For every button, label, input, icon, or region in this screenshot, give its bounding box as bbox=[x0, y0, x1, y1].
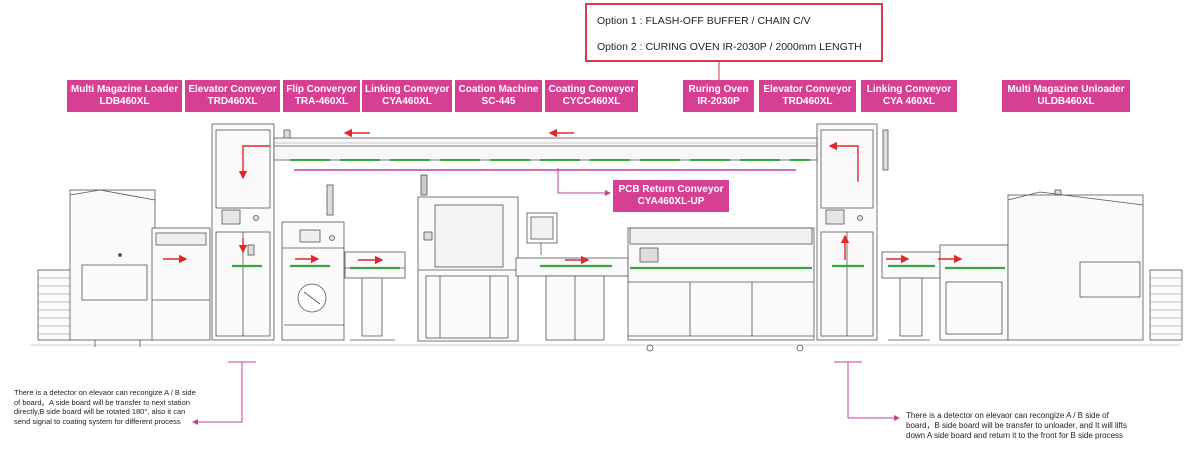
label-model: TRD460XL bbox=[782, 96, 833, 107]
return-conveyor-rail bbox=[273, 137, 818, 171]
label-multi-magazine-loader: Multi Magazine Loader LDB460XL bbox=[67, 80, 182, 112]
label-elevator-conveyor-1: Elevator Conveyor TRD460XL bbox=[185, 80, 280, 112]
label-multi-magazine-unloader: Multi Magazine Unloader ULDB460XL bbox=[1002, 80, 1130, 112]
label-title: Coation Machine bbox=[458, 84, 539, 95]
label-pcb-return-conveyor: PCB Return Conveyor CYA460XL-UP bbox=[613, 180, 729, 212]
label-model: SC-445 bbox=[481, 96, 516, 107]
label-title: PCB Return Conveyor bbox=[618, 184, 724, 195]
label-model: IR-2030P bbox=[697, 96, 740, 107]
flow-arrow-left-down bbox=[238, 145, 270, 180]
label-model: ULDB460XL bbox=[1037, 96, 1095, 107]
option-2-text: Option 2 : CURING OVEN IR-2030P / 2000mm… bbox=[597, 41, 862, 53]
label-model: CYA460XL-UP bbox=[637, 196, 705, 207]
options-box: Option 1 : FLASH-OFF BUFFER / CHAIN C/V … bbox=[585, 3, 883, 62]
conveyor-belts bbox=[232, 264, 1005, 270]
label-model: TRA-460XL bbox=[294, 96, 349, 107]
label-coation-machine: Coation Machine SC-445 bbox=[455, 80, 542, 112]
note-left: There is a detector on elevaor can recon… bbox=[14, 388, 196, 426]
label-model: LDB460XL bbox=[99, 96, 150, 107]
label-title: Multi Magazine Unloader bbox=[1007, 84, 1125, 95]
flow-arrows bbox=[163, 128, 963, 265]
label-model: CYCC460XL bbox=[562, 96, 621, 107]
multi-magazine-unloader-machine bbox=[939, 189, 1183, 341]
label-ruring-oven: Ruring Oven IR-2030P bbox=[683, 80, 754, 112]
callout-lines bbox=[192, 168, 900, 425]
label-linking-conveyor-1: Linking Conveyor CYA460XL bbox=[362, 80, 452, 112]
flip-conveyor-machine bbox=[281, 129, 345, 341]
label-flip-conveyor: Flip Converyor TRA-460XL bbox=[283, 80, 360, 112]
coating-conveyor-machine bbox=[515, 212, 629, 341]
return-conveyor-callout bbox=[557, 168, 611, 196]
multi-magazine-loader-machine bbox=[37, 189, 211, 347]
note-right: There is a detector on elevaor can recon… bbox=[906, 411, 1128, 440]
label-title: Ruring Oven bbox=[688, 84, 749, 95]
label-title: Multi Magazine Loader bbox=[70, 84, 179, 95]
left-note-callout bbox=[192, 362, 243, 425]
label-title: Coating Conveyor bbox=[548, 84, 635, 95]
option-1-text: Option 1 : FLASH-OFF BUFFER / CHAIN C/V bbox=[597, 15, 811, 27]
label-model: TRD460XL bbox=[207, 96, 258, 107]
label-model: CYA 460XL bbox=[882, 96, 936, 107]
right-note-callout bbox=[847, 362, 900, 421]
label-title: Linking Conveyor bbox=[365, 84, 450, 95]
label-linking-conveyor-2: Linking Conveyor CYA 460XL bbox=[861, 80, 957, 112]
label-elevator-conveyor-2: Elevator Conveyor TRD460XL bbox=[759, 80, 856, 112]
label-model: CYA460XL bbox=[382, 96, 432, 107]
label-title: Linking Conveyor bbox=[866, 84, 952, 95]
elevator-conveyor-2-machine bbox=[816, 123, 889, 341]
label-coating-conveyor: Coating Conveyor CYCC460XL bbox=[545, 80, 638, 112]
label-title: Flip Converyor bbox=[286, 84, 357, 95]
flow-arrow-up-left bbox=[828, 141, 859, 182]
label-title: Elevator Conveyor bbox=[763, 84, 852, 95]
coation-machine bbox=[417, 174, 519, 342]
linking-conveyor-1-machine bbox=[326, 184, 406, 341]
label-title: Elevator Conveyor bbox=[188, 84, 277, 95]
curing-oven-machine bbox=[627, 227, 815, 352]
